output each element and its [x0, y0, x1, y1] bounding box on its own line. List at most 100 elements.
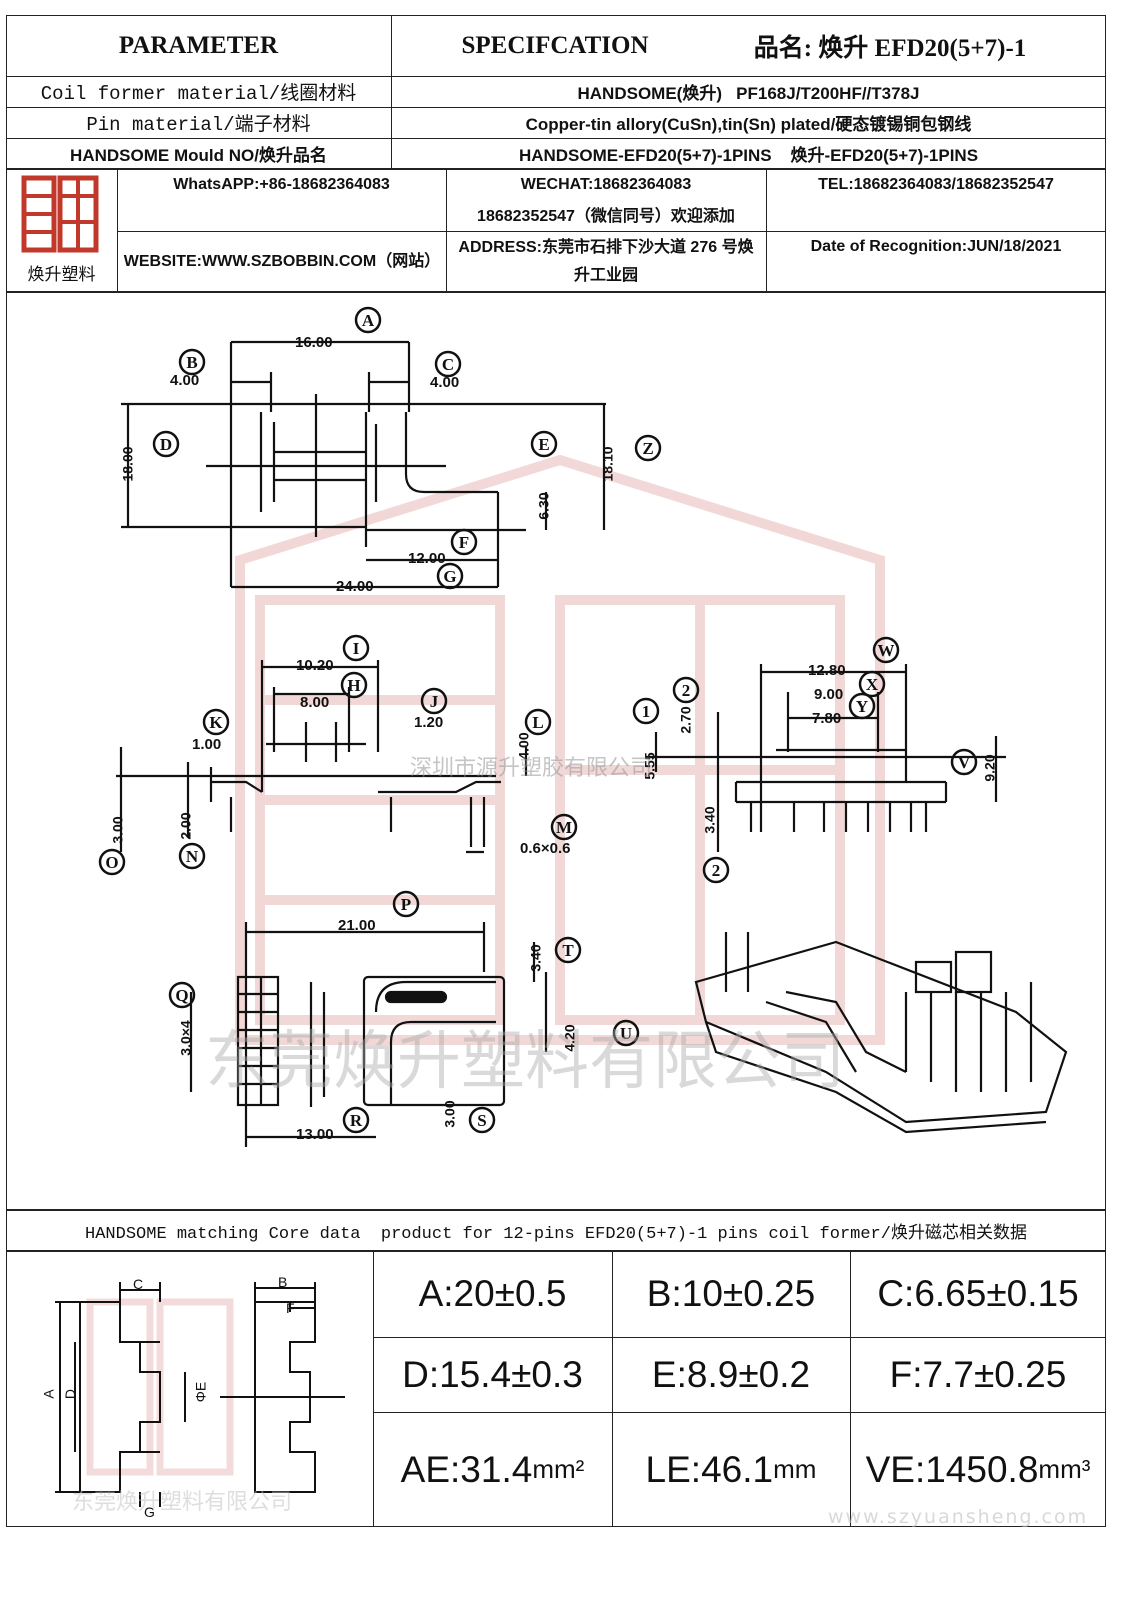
svg-text:2: 2 [682, 681, 691, 700]
svg-text:J: J [430, 692, 439, 711]
svg-text:L: L [532, 713, 543, 732]
logo-caption: 焕升塑料 [27, 264, 96, 284]
dim-Z: 18.10 [599, 446, 616, 482]
core-value-E: E:8.9±0.2 [651, 1353, 811, 1395]
core-label-G: G [144, 1504, 155, 1520]
watermark-dongguan-small: 东莞焕升塑料有限公司 [72, 1490, 293, 1515]
core-value-C: C:6.65±0.15 [877, 1273, 1079, 1314]
svg-text:F: F [459, 533, 469, 552]
svg-text:Q: Q [175, 986, 188, 1005]
svg-text:S: S [477, 1111, 486, 1130]
pin-material-label: Pin material/端子材料 [86, 114, 311, 136]
svg-text:P: P [401, 895, 411, 914]
svg-text:M: M [556, 818, 572, 837]
svg-text:E: E [538, 435, 549, 454]
dim-R: 13.00 [296, 1126, 334, 1143]
coil-material-value: HANDSOME(焕升) PF168J/T200HF//T378J [577, 84, 920, 103]
dim-J: 1.20 [414, 714, 444, 731]
dim-C: 4.00 [430, 374, 460, 391]
mould-no-label: HANDSOME Mould NO/焕升品名 [70, 146, 327, 165]
core-value-D: D:15.4±0.3 [402, 1353, 583, 1395]
core-data-title: HANDSOME matching Core data product for … [85, 1224, 1027, 1244]
core-value-F: F:7.7±0.25 [889, 1353, 1067, 1395]
dim-E: 6.30 [535, 492, 552, 520]
pin-material-value: Copper-tin allory(CuSn),tin(Sn) plated/硬… [525, 115, 972, 134]
spec-table [6, 15, 1106, 169]
core-label-D: D [62, 1388, 79, 1400]
svg-text:T: T [562, 941, 574, 960]
address: ADDRESS:东莞市石排下沙大道 276 号焕升工业园 [458, 238, 754, 284]
ae-unit: mm² [532, 1454, 585, 1484]
dim-G: 24.00 [336, 578, 374, 595]
dim-Q: 3.0×4 [177, 1020, 194, 1056]
company-info [6, 169, 1106, 292]
core-data-title-row [6, 1210, 1106, 1251]
technical-drawing: ABC DEZ FG IHJ KLM ON WXY 21V 2 PTQ URS [98, 306, 1068, 1147]
dim-F: 12.00 [408, 550, 446, 567]
core-label-F: F [286, 1300, 295, 1316]
dim-V: 9.20 [981, 754, 998, 782]
website-watermark: www.szyuansheng.com [828, 1506, 1089, 1528]
core-data-table [6, 1251, 1106, 1527]
dim-z2: 2.70 [677, 706, 694, 734]
dim-W: 12.80 [808, 662, 846, 679]
dim-O: 3.00 [109, 816, 126, 844]
ae-main: AE:31.4 [400, 1448, 533, 1490]
parameter-heading: PARAMETER [118, 31, 279, 59]
company-logo [18, 172, 104, 262]
core-value-A: A:20±0.5 [418, 1273, 567, 1314]
background-logo-watermark [235, 454, 885, 1045]
svg-text:H: H [347, 676, 360, 695]
svg-text:Z: Z [642, 439, 653, 458]
core-label-E: ΦE [192, 1381, 209, 1403]
dim-K: 1.00 [192, 736, 222, 753]
dim-z3: 3.40 [701, 806, 718, 834]
dim-T: 3.40 [527, 944, 544, 972]
dim-D: 18.00 [119, 446, 136, 482]
core-label-B: B [278, 1274, 288, 1290]
dim-X: 9.00 [814, 686, 844, 703]
dim-A: 16.00 [295, 334, 333, 351]
svg-text:D: D [160, 435, 172, 454]
core-label-A: A [40, 1389, 57, 1399]
svg-text:O: O [105, 853, 118, 872]
whatsapp: WhatsAPP:+86-18682364083 [173, 176, 390, 193]
mould-no-value: HANDSOME-EFD20(5+7)-1PINS 焕升-EFD20(5+7)-… [518, 146, 979, 165]
core-value-B: B:10±0.25 [646, 1273, 816, 1314]
svg-text:W: W [878, 641, 895, 660]
svg-text:B: B [186, 353, 197, 372]
svg-text:X: X [866, 675, 879, 694]
dim-Y: 7.80 [812, 710, 842, 727]
core-diagram [55, 1282, 345, 1507]
dim-I: 10.20 [296, 657, 334, 674]
product-name: 品名: 焕升 EFD20(5+7)-1 [753, 34, 1027, 62]
svg-text:R: R [350, 1111, 363, 1130]
dim-M: 0.6×0.6 [520, 840, 571, 857]
dim-N: 2.00 [177, 812, 194, 840]
svg-text:K: K [209, 713, 223, 732]
website: WEBSITE:WWW.SZBOBBIN.COM（网站） [123, 252, 441, 270]
svg-text:C: C [442, 355, 454, 374]
recognition-date: Date of Recognition:JUN/18/2021 [810, 238, 1062, 255]
le-unit: mm [773, 1454, 817, 1484]
ve-unit: mm³ [1038, 1454, 1091, 1484]
dim-S: 3.00 [441, 1100, 458, 1128]
wechat-line1: WECHAT:18682364083 [520, 176, 692, 193]
dim-B: 4.00 [170, 372, 200, 389]
core-label-C: C [133, 1276, 144, 1292]
drawing-area [6, 292, 1106, 1210]
telephone: TEL:18682364083/18682352547 [818, 176, 1054, 193]
ve-main: VE:1450.8 [865, 1448, 1039, 1490]
svg-text:2: 2 [712, 861, 721, 880]
svg-text:1: 1 [642, 702, 651, 721]
wechat-line2: 18682352547（微信同号）欢迎添加 [477, 208, 735, 225]
svg-text:Y: Y [856, 697, 868, 716]
logo-icon [21, 175, 99, 253]
coil-material-label: Coil former material/线圈材料 [40, 83, 357, 105]
specification-heading: SPECIFCATION [461, 31, 649, 59]
dim-H: 8.00 [300, 694, 330, 711]
svg-text:G: G [443, 567, 456, 586]
dim-P: 21.00 [338, 917, 376, 934]
